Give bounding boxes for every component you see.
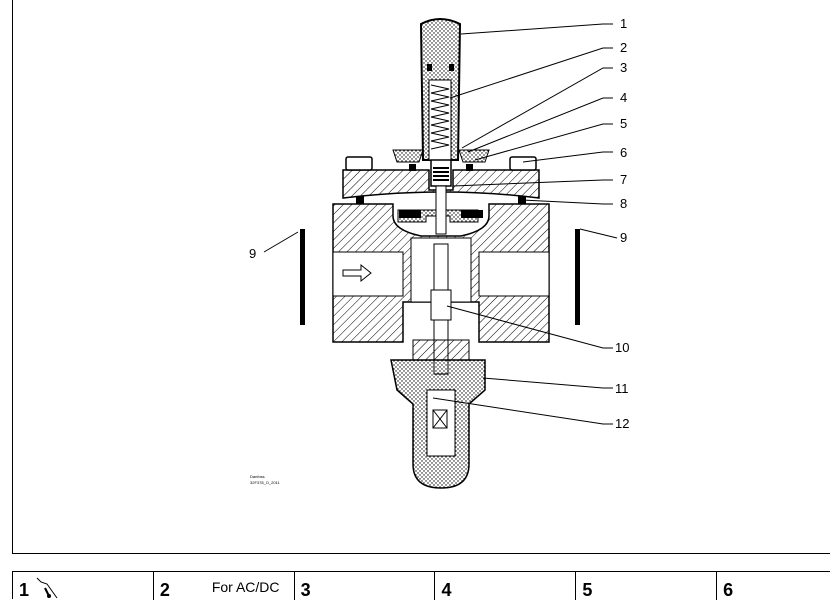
drawing-credit-line2: 32F378_O_2011 xyxy=(250,480,281,485)
leader-line-1 xyxy=(460,23,613,35)
callout-12: 12 xyxy=(615,416,629,431)
gasket-right xyxy=(575,229,580,325)
cell-number: 5 xyxy=(582,580,593,600)
leader-line-10 xyxy=(446,305,613,349)
table-cell-2: 2 For AC/DC xyxy=(154,572,295,600)
callout-9-left: 9 xyxy=(249,246,256,261)
callout-1: 1 xyxy=(620,16,627,31)
callout-9-right: 9 xyxy=(620,230,627,245)
cell-number: 3 xyxy=(300,580,311,600)
callout-7: 7 xyxy=(620,172,627,187)
table-cell-5: 5 xyxy=(576,572,718,600)
leader-line-5 xyxy=(474,123,613,161)
table-cell-4: 4 xyxy=(435,572,577,600)
callout-8: 8 xyxy=(620,196,627,211)
diagram-frame: 1 2 3 4 5 6 7 8 9 9 10 11 12 Danfoss 32F… xyxy=(12,0,830,554)
bottom-table: 1 2 For AC/DC 3 4 5 6 xyxy=(12,571,830,600)
leader-line-11 xyxy=(482,377,613,389)
leader-line-2 xyxy=(449,47,613,99)
leader-lines xyxy=(263,23,618,425)
table-cell-1: 1 xyxy=(13,572,154,600)
leader-line-12 xyxy=(432,397,613,425)
cell-number: 2 xyxy=(159,580,170,600)
table-cell-3: 3 xyxy=(295,572,436,600)
leader-line-9-left xyxy=(263,231,299,253)
leader-line-9-right xyxy=(579,228,618,239)
leader-line-3 xyxy=(461,67,613,149)
tool-icon xyxy=(36,577,58,599)
leader-line-8 xyxy=(521,199,613,205)
valve-cross-section-diagram: 1 2 3 4 5 6 7 8 9 9 10 11 12 Danfoss 32F… xyxy=(249,16,629,489)
callout-6: 6 xyxy=(620,145,627,160)
cell-number: 4 xyxy=(441,580,452,600)
armature-tube xyxy=(419,18,462,161)
leader-line-4 xyxy=(467,97,613,153)
valve-bonnet xyxy=(342,156,540,204)
table-cell-6: 6 xyxy=(717,572,830,600)
drawing-credit-line1: Danfoss xyxy=(250,474,265,479)
callout-4: 4 xyxy=(620,90,627,105)
leader-line-6 xyxy=(522,151,613,163)
cell-number: 6 xyxy=(723,580,734,600)
callout-11: 11 xyxy=(615,381,629,396)
callout-numbers: 1 2 3 4 5 6 7 8 9 9 10 11 12 xyxy=(249,16,629,431)
callout-10: 10 xyxy=(615,340,629,355)
callout-5: 5 xyxy=(620,116,627,131)
gasket-left xyxy=(300,229,305,325)
callout-3: 3 xyxy=(620,60,627,75)
leader-line-7 xyxy=(452,179,613,187)
callout-2: 2 xyxy=(620,40,627,55)
diaphragm xyxy=(397,185,483,235)
cell-text: For AC/DC xyxy=(211,579,280,595)
cell-number: 1 xyxy=(19,580,30,600)
spring-assembly xyxy=(392,149,490,187)
protective-cap xyxy=(390,339,486,489)
